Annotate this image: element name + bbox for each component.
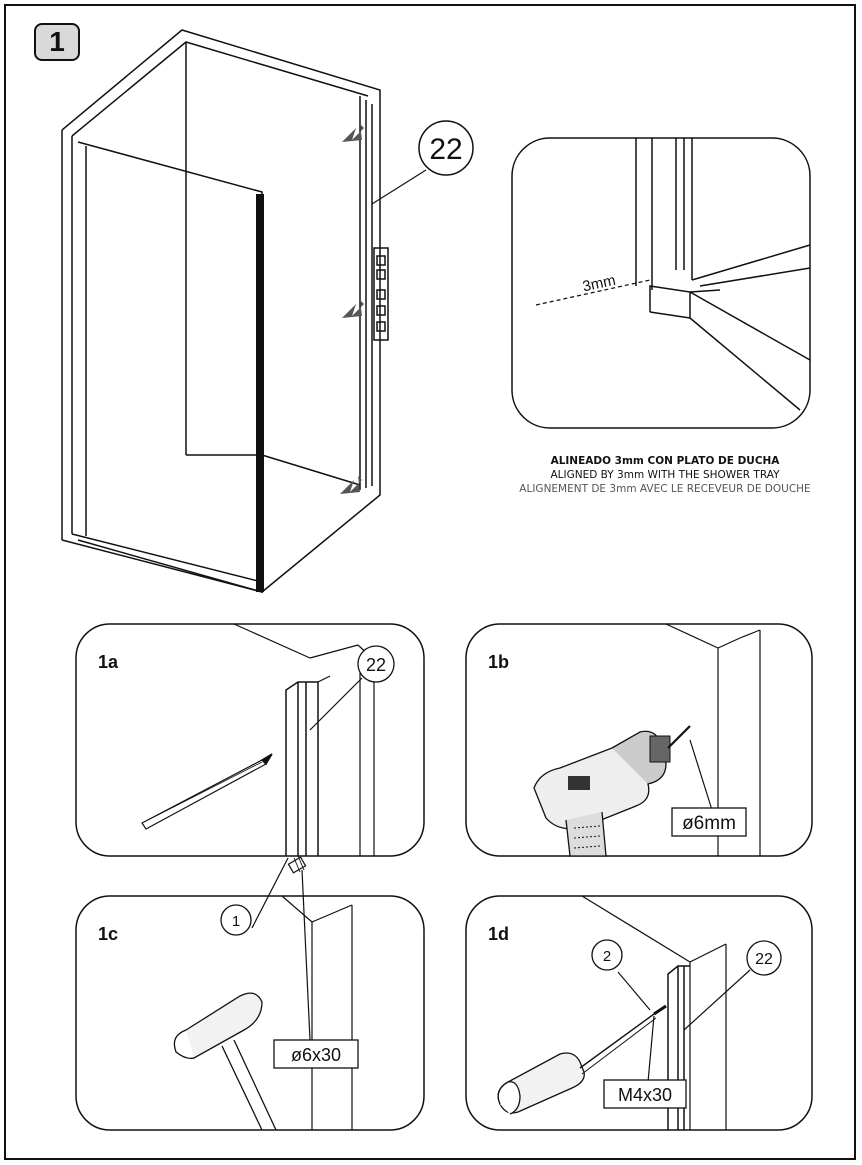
spec-6x30-text: ø6x30 <box>291 1045 341 1065</box>
caption-french: ALIGNEMENT DE 3mm AVEC LE RECEVEUR DE DO… <box>519 483 811 495</box>
panel-1c-label: 1c <box>98 924 119 944</box>
measure-3mm-text: 3mm <box>581 272 617 296</box>
callout-22-main-text: 22 <box>429 133 462 166</box>
screwdriver-icon <box>497 1013 657 1115</box>
callout-22-1a-text: 22 <box>366 655 386 675</box>
panel-1d-label: 1d <box>488 924 510 944</box>
callout-1-text: 1 <box>232 913 240 930</box>
arrow-icon-mid <box>342 300 364 318</box>
drill-icon <box>533 725 691 857</box>
panel-1a <box>75 623 425 857</box>
callout-22-main <box>371 120 474 205</box>
insertion-arrows <box>340 124 364 494</box>
screw-icon <box>653 1004 667 1016</box>
pencil-icon <box>141 753 273 830</box>
wall-plug-icon <box>287 855 307 874</box>
callout-22-1d-text: 22 <box>755 951 773 968</box>
spec-m4x30-text: M4x30 <box>618 1085 672 1105</box>
hammer-icon <box>173 992 277 1131</box>
arrow-icon-top <box>342 124 364 142</box>
page-frame <box>4 4 856 1160</box>
caption-spanish: ALINEADO 3mm CON PLATO DE DUCHA <box>550 455 780 467</box>
callout-2-text: 2 <box>603 948 611 965</box>
panel-1a-label: 1a <box>98 652 119 672</box>
shower-enclosure <box>61 29 389 593</box>
panel-1b-label: 1b <box>488 652 510 672</box>
step-number-badge: 1 <box>34 23 80 61</box>
caption-english: ALIGNED BY 3mm WITH THE SHOWER TRAY <box>550 469 780 481</box>
panel-1d <box>465 895 813 1131</box>
detail-box-3mm <box>511 137 811 429</box>
panel-1c <box>75 855 425 1131</box>
panel-1b <box>465 623 813 857</box>
spec-6mm-text: ø6mm <box>682 813 736 834</box>
arrow-icon-bottom <box>340 476 362 494</box>
